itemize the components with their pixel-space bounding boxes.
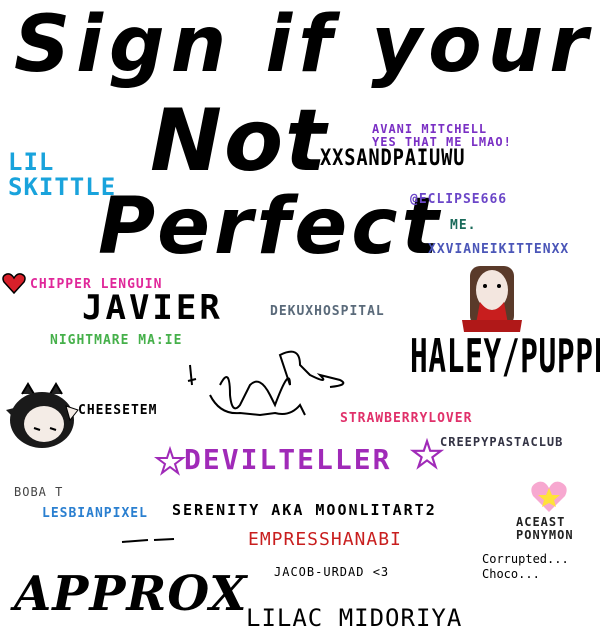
signature-corrupted-1: Corrupted... xyxy=(482,552,569,566)
signature-creepypasta: CREEPYPASTACLUB xyxy=(440,435,564,449)
signature-cheesetem: CHEESETEM xyxy=(78,403,158,418)
signature-empress: EMPRESSHANABI xyxy=(248,529,402,550)
signature-lil-skittle-2: SKITTLE xyxy=(8,173,117,201)
signature-me: ME. xyxy=(450,218,477,233)
cat-face-icon xyxy=(6,382,79,448)
signature-serenity: SERENITY AKA MOONLITART2 xyxy=(172,501,437,519)
signature-devilteller: DEVILTELLER xyxy=(184,443,392,476)
signature-xxvianeikitten: XXVIANEIKITTENXX xyxy=(428,242,570,257)
signature-corrupted-2: Choco... xyxy=(482,567,540,581)
signature-haley: HALEY/PUPPET xyxy=(410,329,600,383)
handwritten-signature-scribble xyxy=(187,350,345,417)
title-line3: Perfect xyxy=(98,182,443,272)
signature-strawberry: STRAWBERRYLOVER xyxy=(340,411,473,426)
signature-avani-1: AVANI MITCHELL xyxy=(372,122,488,136)
signature-approx: APPROX xyxy=(14,566,248,622)
signature-boba: BOBA T xyxy=(14,485,64,499)
star-icon-left xyxy=(154,445,186,476)
signature-dekuxhospital: DEKUXHOSPITAL xyxy=(270,304,385,319)
signature-javier: JAVIER xyxy=(82,288,223,328)
signature-xxsandpaiuwu: XXSANDPAIUWU xyxy=(320,146,466,171)
doll-avatar-icon xyxy=(462,266,522,332)
signature-nightmare: NIGHTMARE MA:IE xyxy=(50,333,183,348)
pen-stroke xyxy=(121,538,175,543)
signature-aceast-1: ACEAST xyxy=(516,515,566,529)
signature-lesbianpixel: LESBIANPIXEL xyxy=(42,506,148,521)
signature-jacob: JACOB-URDAD <3 xyxy=(274,565,390,579)
signature-aceast-2: PONYMON xyxy=(516,528,574,542)
title-line2: Not xyxy=(150,91,329,191)
signature-eclipse: @ECLIPSE666 xyxy=(410,192,508,207)
signature-lilac: LILAC MIDORIYA xyxy=(246,604,463,632)
signature-avani-2: YES THAT ME LMAO! xyxy=(372,135,512,149)
ace-heart-icon xyxy=(531,481,567,512)
title-line1: Sign if your xyxy=(14,0,594,90)
star-icon-right xyxy=(409,437,445,470)
signature-chipper: CHIPPER LENGUIN xyxy=(30,277,163,292)
signature-lil-skittle-1: LIL xyxy=(8,148,55,176)
heart-icon xyxy=(2,273,26,295)
